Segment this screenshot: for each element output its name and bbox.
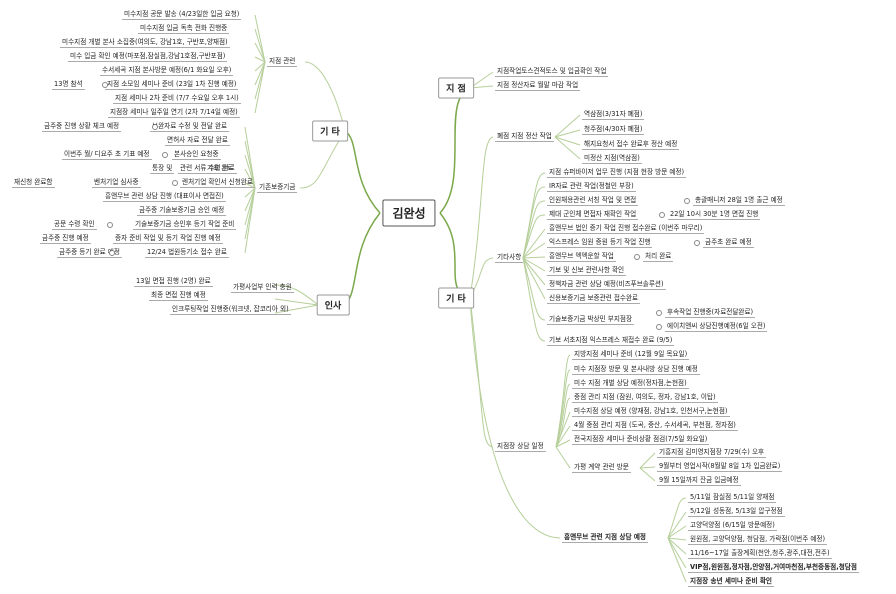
left-top-item[interactable]: 미수지점 입금 독촉 전화 진행중 (138, 24, 230, 34)
g1-item[interactable]: 역삼점(3/31자 폐점) (582, 110, 645, 120)
g2-item[interactable]: 정책자금 관련 상담 예정(비즈푸브솔루션) (547, 280, 666, 290)
g3-item[interactable]: 미수 지점장 방문 및 본사내방 상담 진행 예정 (572, 365, 700, 375)
g3-item[interactable]: 4월 중점 관리 지점 (도곡, 중산, 수서세곡, 부천점, 정자점) (572, 421, 738, 431)
g4-item[interactable]: 5/11일 잠실점 5/11일 양재점 (688, 493, 777, 503)
branch-insa[interactable]: 인사 (316, 294, 350, 316)
left-gita-outer[interactable]: 금주중 진행 상황 체크 예정 (42, 122, 122, 132)
insa-item[interactable]: 최종 면접 진행 예정 (149, 291, 208, 301)
left-gita-outer[interactable]: 공문 수령 확인 (52, 220, 97, 230)
g3-item[interactable]: 중점 관리 지점 (잠원, 여의도, 정자, 강남1호, 이탑) (572, 393, 718, 403)
g2-item[interactable]: 처리 완료 (643, 252, 674, 262)
left-gita-outer[interactable]: 벤처기업 심사중 (92, 178, 141, 188)
left-gita-outer[interactable]: 통장 및 (150, 164, 175, 174)
left-top-item[interactable]: 지점 세미나 2차 준비 (7/7 수요일 오후 1시) (113, 94, 241, 104)
g3-sub-label[interactable]: 가평 계약 관련 방문 (572, 463, 631, 473)
left-top-item[interactable]: 지점장 세미나 일주일 연기 (2차 7/14일 예정) (108, 108, 240, 118)
node-marker (694, 240, 700, 246)
g1-item[interactable]: 해지요청서 접수 완료후 정산 예정 (582, 140, 680, 150)
left-gita-item[interactable]: 기술보증기금 승인후 등기 작업 준비 (133, 220, 237, 230)
g4-item[interactable]: VIP점,원원점,정자점,안양점,거여마천점,부천중동점,청담점 (688, 563, 859, 573)
left-gita-item[interactable]: 흥앤무브 관련 상담 진행 (대표이사 면접진) (103, 192, 226, 202)
group-label-heungmove-sangdam[interactable]: 흥앤무브 관련 지점 상담 예정 (562, 533, 648, 543)
jijeom-item[interactable]: 지점작업토스견적토스 및 입금확인 작업 (495, 67, 609, 77)
left-gita-item[interactable]: 본사승인 요청중 (172, 150, 221, 160)
g2-item[interactable]: 기보 서초지점 익스프레스 재접수 완료 (9/5) (547, 336, 675, 346)
left-top-item[interactable]: 미수지점 공문 발송 (4/23일한 입금 요청) (122, 10, 242, 20)
left-gita-item[interactable]: 렌처기업 확인서 신청완료 (180, 178, 255, 188)
g2-item[interactable]: 인원채용관련 서칭 작업 및 면접 (547, 196, 639, 206)
left-gita-item[interactable]: 면허사 자료 전달 완료 (165, 136, 230, 146)
node-marker (634, 254, 640, 260)
left-top-item[interactable]: 미수 입금 확인 예정(마포점,잠실점,강남1호점,구반포점) (68, 52, 228, 62)
node-marker (102, 82, 108, 88)
left-gita-outer[interactable]: 금주중 등기 완료 예정 (57, 248, 122, 258)
node-marker (656, 310, 662, 316)
group-label-jijeom-gwanryeon[interactable]: 지점 관련 (267, 57, 298, 67)
g3-item[interactable]: 미수 지점 개별 상담 예정(정자점,논현점) (572, 379, 689, 389)
node-marker (162, 152, 168, 158)
g2-item[interactable]: 흥앤무브 멕멕운할 작업 (547, 252, 616, 262)
insa-item[interactable]: 인크루팅작업 진행중(워크넷, 잡코리아 외) (170, 305, 291, 315)
branch-gita-left[interactable]: 기 타 (312, 120, 348, 142)
g4-item[interactable]: 원원점, 고양덕양점, 청담점, 가락점(이번주 예정) (688, 535, 828, 545)
node-marker (659, 212, 665, 218)
left-gita-outer[interactable]: 금주중 진행 예정 (40, 234, 91, 244)
g2-item[interactable]: 22일 10시 30분 1명 면접 진행 (668, 210, 761, 220)
group-label-jijeomjang-sangdam[interactable]: 지점장 상담 일정 (495, 442, 546, 452)
node-marker (109, 250, 115, 256)
node-marker (684, 198, 690, 204)
g4-item[interactable]: 지점장 송년 세미나 준비 확인 (688, 577, 774, 587)
g4-item[interactable]: 고양덕양점 (6/15일 방문예정) (688, 521, 777, 531)
left-gita-item[interactable]: 금주중 기술보증기금 승인 예정 (137, 206, 227, 216)
insa-item[interactable]: 가평사업부 인력 충원 (231, 283, 294, 293)
left-gita-item[interactable]: 관련 서류 수령 완료 (178, 164, 237, 174)
g3-item[interactable]: 9월 15일까지 잔금 입금예정 (657, 476, 741, 486)
node-marker (107, 222, 113, 228)
left-gita-item[interactable]: 보완자료 수정 및 전달 완료 (150, 122, 230, 132)
jijeom-item[interactable]: 지점 정산자료 월말 마감 작업 (495, 81, 581, 91)
group-label-gitasahang[interactable]: 기타사항 (495, 253, 524, 263)
left-gita-item[interactable]: 증자 준비 작업 및 등기 작업 진행 예정 (113, 234, 223, 244)
left-top-item[interactable]: 수서세곡 지점 본사방문 예정(6/1 화요일 오후) (100, 66, 234, 76)
left-top-item[interactable]: 지점 소모임 세미나 준비 (23일 1차 진행 예정) (105, 80, 239, 90)
left-top-note[interactable]: 13명 참석 (52, 80, 85, 90)
g4-item[interactable]: 11/16~17일 출장계획(천안,청주,광주,대전,전주) (688, 549, 832, 559)
node-marker (656, 324, 662, 330)
g3-item[interactable]: 기흥지점 김미영지점장 7/29(수) 오후 (657, 448, 767, 458)
branch-jijeom[interactable]: 지 점 (438, 77, 474, 99)
g3-item[interactable]: 9월부터 영업시작(8월말 8일 1차 입금완료) (657, 462, 783, 472)
left-gita-outer[interactable]: 이번주 월/ 디요주 초 기표 예정 (62, 150, 152, 160)
g2-item[interactable]: 에이치앤씨 상담진행예정(6일 오전) (665, 322, 768, 332)
left-top-item[interactable]: 미수지점 개별 본사 소집중(여의도, 강남1호, 구반포,양재점) (60, 38, 230, 48)
center-node[interactable]: 김완성 (382, 199, 436, 227)
g2-item[interactable]: 기보 및 신보 관련사항 확인 (547, 266, 627, 276)
g3-item[interactable]: 미수지점 상담 예정 (양재점, 강남1호, 인천서구,논현점) (572, 407, 730, 417)
g2-item[interactable]: 흥앤무브 법인 증기 작업 진행 접수완료 (이번주 마무리) (547, 224, 705, 234)
g1-item[interactable]: 미정산 지점(역삼점) (582, 154, 642, 164)
g2-item[interactable]: 기술보증기금 박상민 부지점장 (547, 315, 635, 325)
g2-item[interactable]: 지점 슈퍼바이저 업무 진행 (지점 현장 방문 예정) (547, 168, 687, 178)
g2-item[interactable]: 후속작업 진행중(자료전달완료) (665, 308, 756, 318)
insa-item[interactable]: 13일 면접 진행 (2명) 완료 (134, 277, 213, 287)
g2-item[interactable]: 제대 군인체 면접자 재확인 작업 (547, 210, 639, 220)
g2-item[interactable]: IR자료 관련 작업(정철민 부장) (547, 182, 636, 192)
node-marker (172, 180, 178, 186)
g3-item[interactable]: 전국지점장 세미나 준비상황 점검(7/5일 화요일) (572, 435, 710, 445)
left-gita-outer[interactable]: 재신청 완료함 (12, 178, 55, 188)
branch-gita-right[interactable]: 기 타 (438, 287, 474, 309)
g2-item[interactable]: 금주초 완료 예정 (703, 238, 754, 248)
left-gita-item[interactable]: 12/24 법원등기소 접수 완료 (145, 248, 229, 258)
g2-item[interactable]: 총괄매니저 28일 1명 출근 예정 (693, 196, 785, 206)
group-label-pyejeom[interactable]: 폐점 지점 정산 작업 (495, 132, 554, 142)
g4-item[interactable]: 5/12일 성동점, 5/13일 압구정점 (688, 507, 785, 517)
g2-item[interactable]: 신용보증기금 보증관련 접수완료 (547, 294, 641, 304)
group-label-gijon-bojeung[interactable]: 기존보증기금 (257, 183, 298, 193)
node-marker (152, 124, 158, 130)
g2-item[interactable]: 익스프레스 임원 증원 등기 작업 진행 (547, 238, 653, 248)
g3-item[interactable]: 지방지점 세미나 준비 (12월 9일 목요일) (572, 350, 690, 360)
g1-item[interactable]: 청주점(4/30자 폐점) (582, 125, 645, 135)
